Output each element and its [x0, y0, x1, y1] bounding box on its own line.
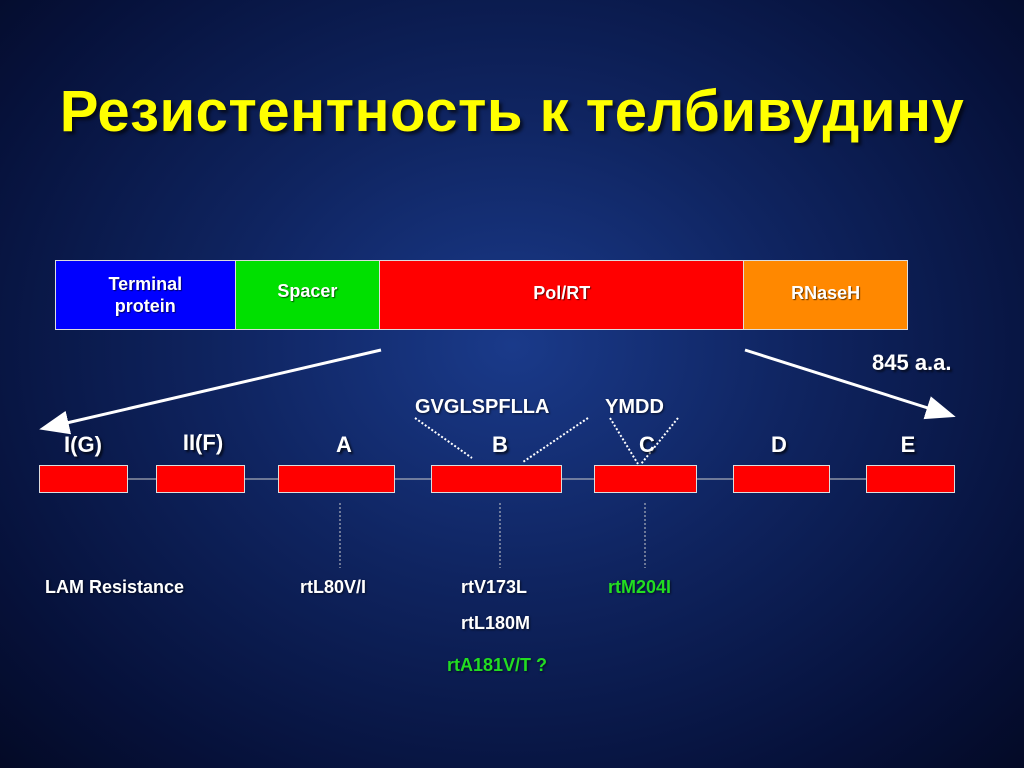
mutation-label-c: rtM204I — [608, 577, 672, 597]
expand-arrow-right — [744, 348, 956, 420]
domain-terminal-protein: Terminal protein — [56, 261, 236, 329]
motif-box-b — [431, 465, 562, 493]
domain-spacer: Spacer — [235, 261, 381, 329]
domain-label: protein — [114, 296, 176, 316]
pointer-c-right — [640, 417, 679, 465]
motif-label-b: B — [492, 432, 508, 457]
motif-box-d — [733, 465, 830, 493]
motif-label-a: A — [336, 432, 352, 457]
motif-label-d: D — [771, 432, 787, 457]
sequence-label-c: YMDD — [605, 396, 664, 418]
pointer-c-left — [609, 417, 639, 465]
domain-rnaseh: RNaseH — [744, 261, 907, 329]
motif-label-e: E — [900, 432, 916, 457]
domain-label: RNaseH — [791, 283, 861, 303]
mutation-label-b1: rtV173L — [461, 577, 528, 597]
pointer-b-right — [522, 417, 589, 463]
mutation-label-b3: rtA181V/T ? — [447, 655, 548, 675]
motif-box-c — [594, 465, 697, 493]
motif-label-iif: II(F) — [182, 430, 224, 455]
motif-box-a — [278, 465, 395, 493]
domain-label: Pol/RT — [533, 283, 591, 303]
motif-box-iif — [156, 465, 245, 493]
sequence-label-b: GVGLSPFLLA — [415, 396, 550, 418]
length-label: 845 a.a. — [872, 350, 952, 375]
polymerase-domain-bar: Terminal protein Spacer Pol/RT RNaseH — [55, 260, 908, 330]
motif-label-ig: I(G) — [64, 432, 102, 457]
domain-label: Spacer — [277, 281, 338, 301]
mutation-label-b2: rtL180M — [461, 613, 531, 633]
domain-label: Terminal — [108, 274, 183, 294]
slide-title: Резистентность к телбивудину — [59, 79, 965, 144]
expand-arrow-left — [39, 348, 382, 435]
motif-label-c: C — [639, 432, 655, 457]
domain-pol-rt: Pol/RT — [380, 261, 745, 329]
motif-box-e — [866, 465, 955, 493]
motif-box-ig — [39, 465, 128, 493]
mutation-label-a: rtL80V/I — [300, 577, 367, 597]
mutation-label-lam: LAM Resistance — [45, 577, 185, 597]
